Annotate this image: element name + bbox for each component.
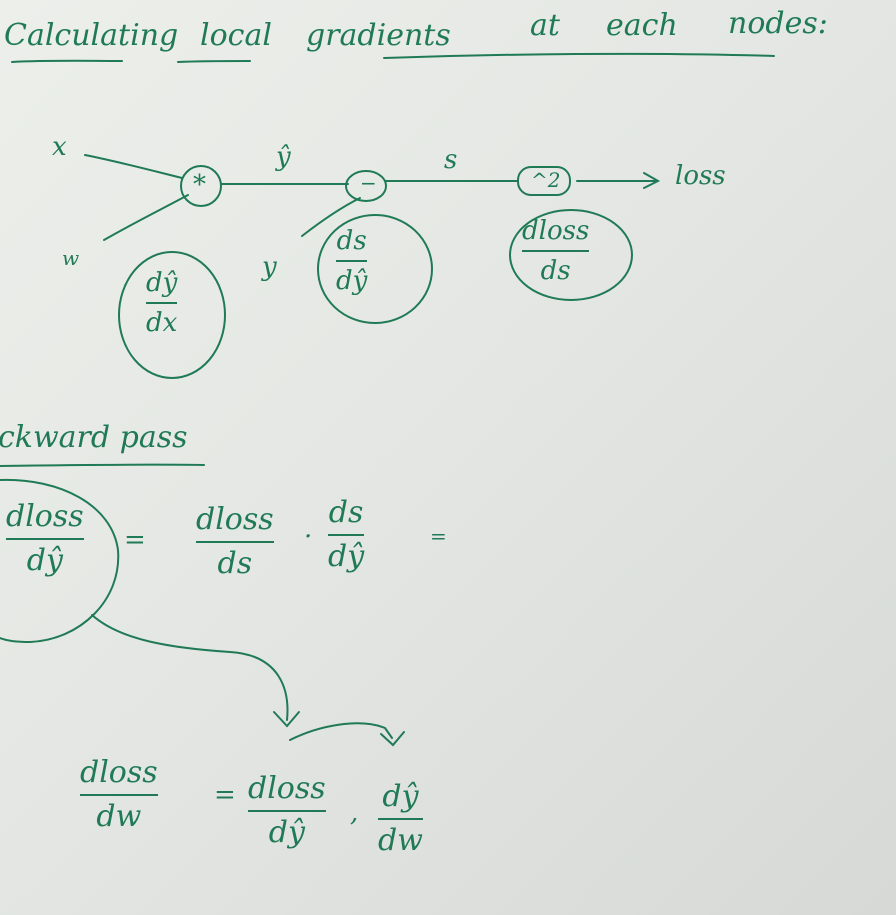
arrowhead-loss [643, 172, 661, 189]
title-word-calculating: Calculating [4, 18, 179, 53]
edge-yhat-label: ŷ [276, 142, 291, 172]
eq2-dot: , [350, 798, 359, 828]
backprop-branch [289, 722, 393, 741]
input-w-label: w [62, 246, 80, 270]
fraction-bar [146, 302, 178, 304]
eq2-r1-numerator: dloss [248, 771, 326, 806]
backward-pass-heading: ckward pass [0, 420, 188, 455]
grad-sq-denominator: ds [540, 256, 571, 286]
eq2-lhs-denominator: dw [96, 799, 142, 834]
node-mul-circle [180, 165, 222, 207]
grad-sub-denominator: dŷ [336, 266, 368, 296]
fraction-bar [522, 250, 590, 252]
eq2-lhs-fraction: dloss dw [80, 758, 158, 832]
eq1-lhs-denominator: dŷ [26, 543, 63, 578]
fraction-bar [328, 534, 365, 536]
grad-sub-fraction: ds dŷ [336, 226, 368, 296]
grad-sub-circle [317, 214, 433, 324]
arrowhead-down-2 [380, 731, 405, 747]
grad-sq-fraction: dloss ds [522, 216, 590, 286]
grad-sq-numerator: dloss [522, 216, 590, 246]
node-mul-label: * [193, 170, 206, 200]
arrowhead-down-1 [273, 711, 300, 728]
eq2-r1-fraction: dloss dŷ [248, 774, 326, 848]
grad-sub-numerator: ds [336, 226, 367, 256]
title-word-each: each [606, 8, 678, 43]
title-word-local: local [200, 18, 272, 53]
node-sq-label: ^2 [531, 168, 561, 192]
fraction-bar [196, 541, 274, 543]
eq1-dot: · [304, 522, 313, 552]
fraction-bar [248, 810, 326, 812]
title-underline-2 [177, 60, 251, 63]
eq2-equals: = [214, 780, 236, 810]
lhs-circle-arc [0, 478, 120, 644]
title-word-gradients: gradients [306, 18, 451, 53]
node-sub-circle [345, 170, 387, 202]
grad-mul-denominator: dx [146, 308, 178, 338]
edge-w-to-mul [103, 194, 189, 241]
eq1-r1-denominator: ds [217, 546, 253, 581]
input-x-label: x [52, 132, 67, 162]
fraction-bar [336, 260, 368, 262]
eq1-lhs-fraction: dloss dŷ [6, 502, 84, 576]
edge-s-label: s [444, 145, 458, 175]
node-sub-label: − [360, 171, 377, 195]
node-sq-box [517, 166, 571, 196]
grad-mul-numerator: dŷ [146, 268, 178, 298]
eq1-r1-numerator: dloss [196, 502, 274, 537]
eq2-r2-denominator: dw [378, 823, 423, 858]
backprop-curve [91, 614, 289, 721]
title-word-nodes: nodes: [728, 6, 828, 41]
eq1-equals: = [124, 525, 146, 555]
grad-sq-circle [509, 209, 633, 301]
eq1-r1-fraction: dloss ds [196, 505, 274, 579]
eq1-r2-denominator: dŷ [328, 539, 365, 574]
backward-underline [0, 463, 205, 467]
eq1-scribble: = [430, 524, 447, 548]
eq1-r2-fraction: ds dŷ [328, 495, 365, 574]
input-y-label: y [262, 252, 277, 282]
eq2-r1-denominator: dŷ [268, 815, 305, 850]
eq1-r2-numerator: ds [328, 495, 364, 530]
output-loss-label: loss [675, 161, 726, 191]
eq2-r2-numerator: dŷ [382, 779, 419, 814]
edge-y-to-sub [301, 197, 361, 237]
fraction-bar [378, 818, 423, 820]
eq2-lhs-numerator: dloss [80, 755, 158, 790]
fraction-bar [6, 538, 84, 540]
eq2-r2-fraction: dŷ dw [378, 782, 423, 856]
eq1-lhs-numerator: dloss [6, 499, 84, 534]
title-underline-1 [11, 59, 123, 63]
title-word-at: at [530, 8, 560, 43]
grad-mul-circle [118, 251, 226, 379]
grad-mul-fraction: dŷ dx [146, 268, 178, 338]
title-underline-3 [383, 52, 775, 59]
edge-x-to-mul [84, 154, 183, 179]
fraction-bar [80, 794, 158, 796]
